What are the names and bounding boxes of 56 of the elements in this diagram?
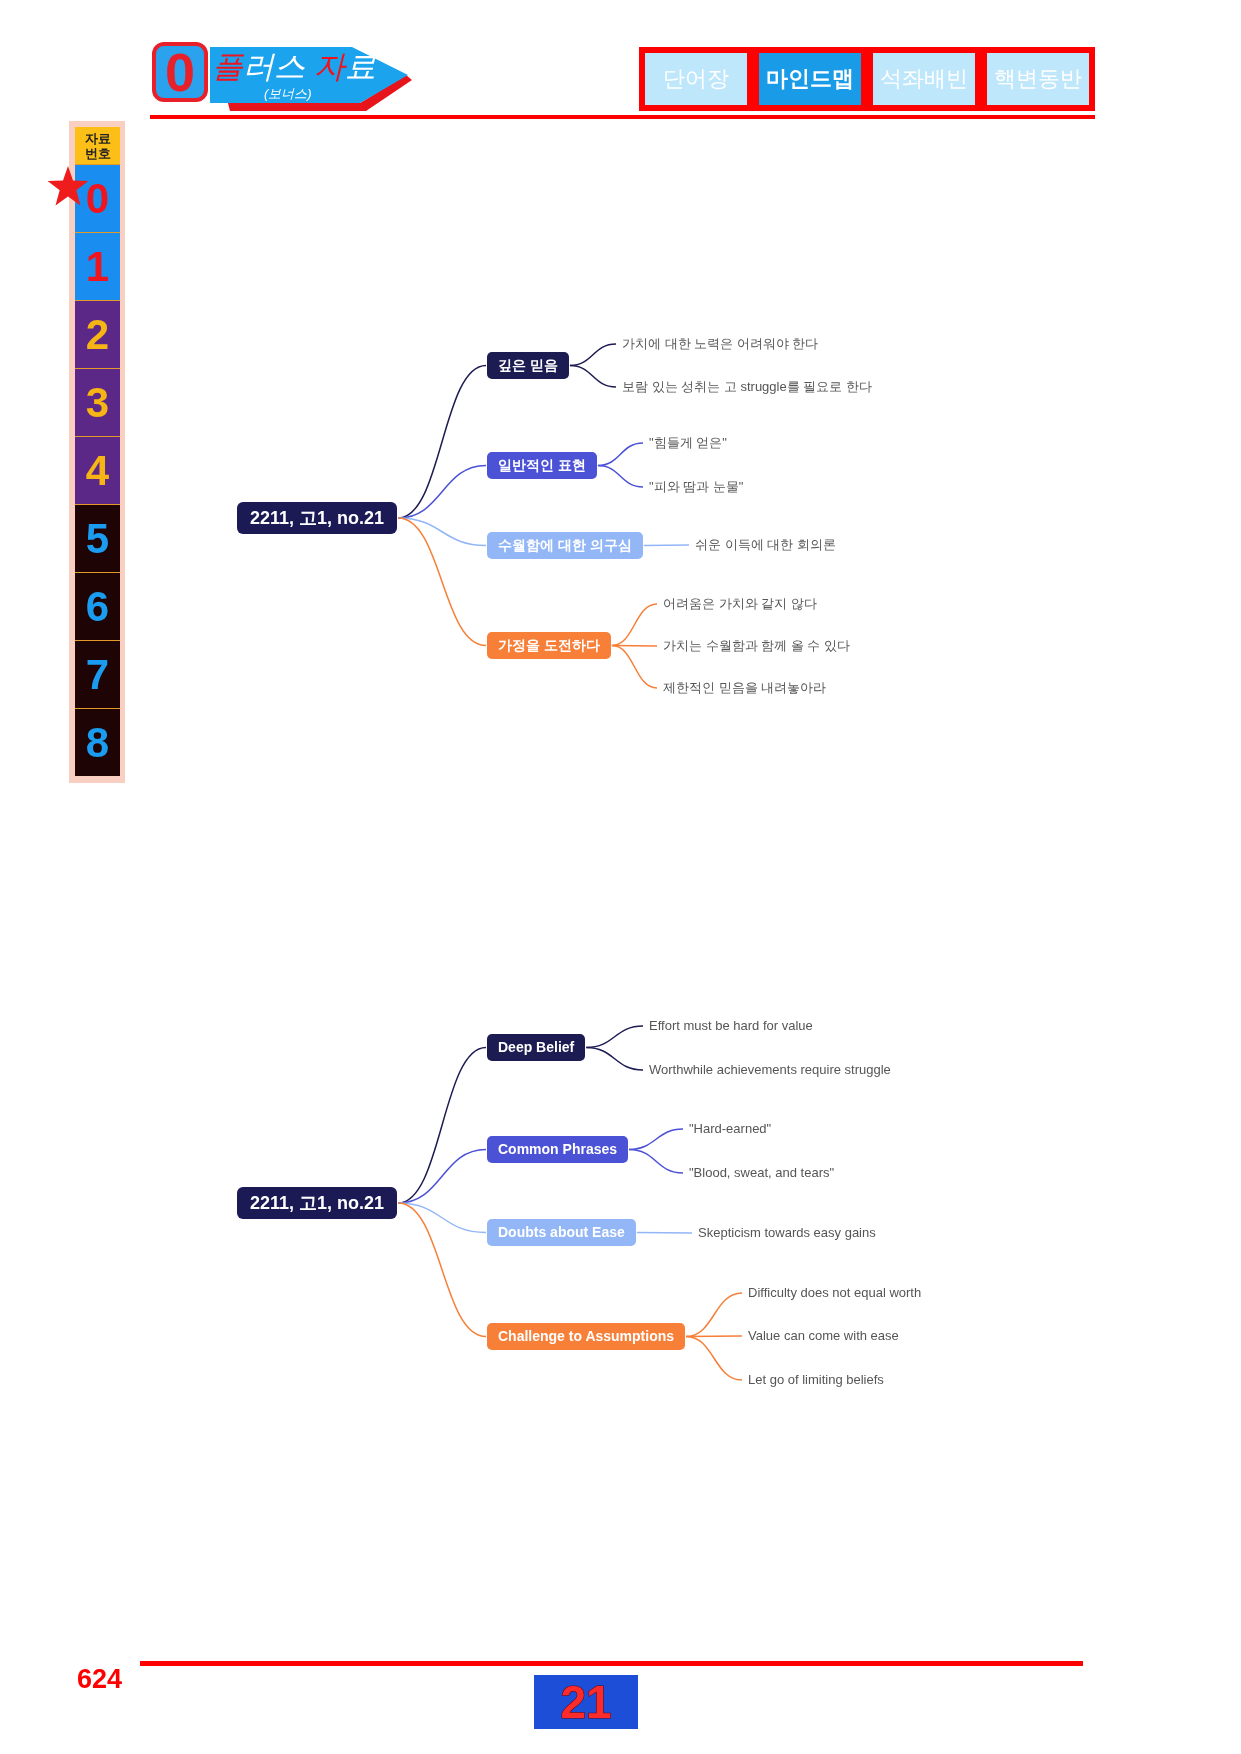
nav-tab: 석좌배빈: [867, 47, 981, 111]
number-tab: 3: [75, 368, 120, 436]
branch-topic: 깊은 믿음: [487, 352, 569, 379]
number-tab: 4: [75, 436, 120, 504]
nav-tab: 핵변동반: [981, 47, 1095, 111]
branch-topic: 수월함에 대한 의구심: [487, 532, 643, 559]
subtopic-text: 가치는 수월함과 함께 올 수 있다: [663, 636, 851, 656]
connector-line: [397, 1202, 487, 1338]
branch-topic: Deep Belief: [487, 1034, 586, 1061]
subtopic-text: 제한적인 믿음을 내려놓아라: [663, 678, 827, 698]
subtopic-text: 어려움은 가치와 같지 않다: [663, 594, 817, 614]
branch-topic: Challenge to Assumptions: [487, 1323, 686, 1350]
connector-line: [636, 1231, 693, 1234]
subtopic-text: Effort must be hard for value: [649, 1016, 813, 1036]
subtopic-text: 가치에 대한 노력은 어려워야 한다: [622, 334, 819, 354]
subtopic-text: 쉬운 이득에 대한 회의론: [695, 535, 836, 555]
connector-line: [585, 1046, 644, 1071]
subtopic-text: "피와 땀과 눈물": [649, 477, 744, 497]
root-topic: 2211, 고1, no.21: [237, 502, 398, 534]
connector-line: [569, 364, 617, 388]
sidebar-heading: 자료 번호: [75, 127, 120, 164]
page-number: 624: [77, 1666, 123, 1693]
page-number-box: 21: [534, 1675, 638, 1729]
banner-title: 플러스 자료: [212, 51, 376, 82]
nav-tab: 단어장: [639, 47, 753, 111]
number-tab: 1: [75, 232, 120, 300]
branch-topic: 일반적인 표현: [487, 452, 597, 479]
subtopic-text: Difficulty does not equal worth: [748, 1283, 922, 1303]
number-tab: 5: [75, 504, 120, 572]
connector-line: [628, 1148, 684, 1174]
banner-subtitle: (보너스): [264, 87, 312, 100]
number-badge: 0: [152, 42, 208, 102]
branch-topic: 가정을 도전하다: [487, 632, 611, 659]
connector-line: [611, 603, 658, 647]
number-tab: 7: [75, 640, 120, 708]
number-tab: 8: [75, 708, 120, 776]
subtopic-text: 보람 있는 성취는 고 struggle를 필요로 한다: [622, 377, 872, 397]
nav-tab: 마인드맵: [753, 47, 867, 111]
branch-topic: Doubts about Ease: [487, 1219, 636, 1246]
subtopic-text: "Hard-earned": [689, 1119, 772, 1139]
connector-line: [597, 464, 644, 488]
connector-line: [685, 1335, 743, 1381]
number-tab: 2: [75, 300, 120, 368]
number-tab: 6: [75, 572, 120, 640]
subtopic-text: "힘들게 얻은": [649, 433, 727, 453]
subtopic-text: Worthwhile achievements require struggle: [649, 1060, 891, 1080]
subtopic-text: "Blood, sweat, and tears": [689, 1163, 835, 1183]
number-tab: 0: [75, 164, 120, 232]
subtopic-text: Let go of limiting beliefs: [748, 1370, 884, 1390]
root-topic: 2211, 고1, no.21: [237, 1187, 398, 1219]
branch-topic: Common Phrases: [487, 1136, 629, 1163]
subtopic-text: Skepticism towards easy gains: [698, 1223, 876, 1243]
subtopic-text: Value can come with ease: [748, 1326, 899, 1346]
connector-line: [643, 544, 690, 547]
connector-line: [397, 517, 487, 647]
connector-line: [611, 644, 658, 689]
